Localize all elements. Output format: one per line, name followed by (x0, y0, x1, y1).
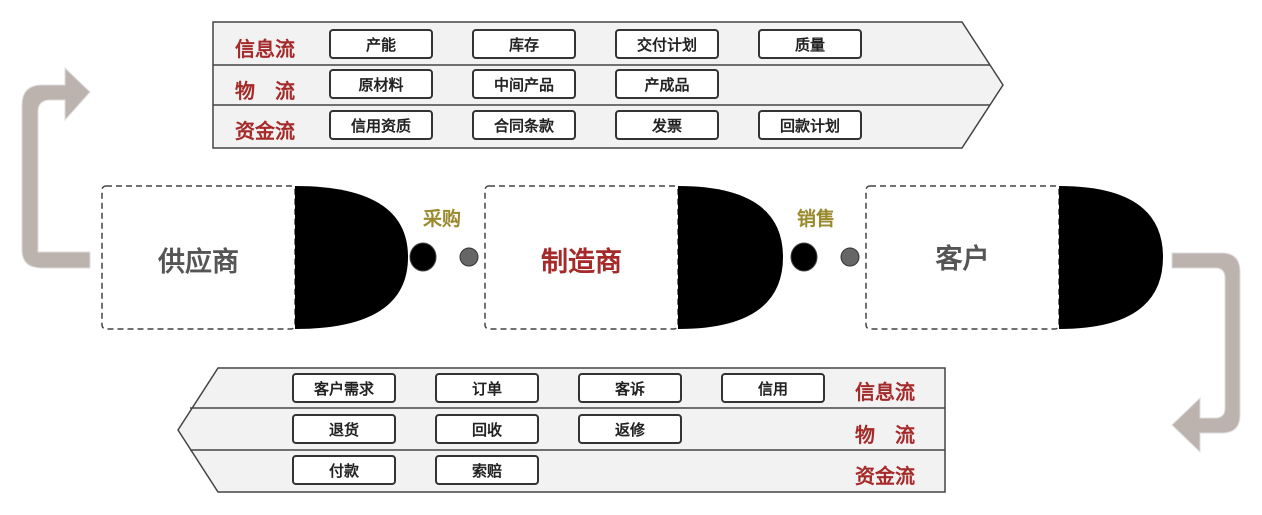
flow-item: 付款 (292, 455, 396, 485)
flow-item: 返修 (578, 414, 682, 444)
flow-item: 信用 (721, 373, 825, 403)
manufacturer-box (484, 185, 679, 330)
connector-dot-large (790, 242, 818, 272)
bottom-row-label-funds: 资金流 (855, 464, 915, 488)
manufacturer-d-shape (678, 186, 783, 329)
purchase-label: 采购 (423, 208, 462, 230)
connector-dot-small (459, 247, 479, 267)
flow-item: 产能 (329, 29, 433, 59)
flow-item: 质量 (758, 29, 862, 59)
flow-item: 原材料 (329, 69, 433, 99)
manufacturer-label: 制造商 (541, 247, 622, 278)
flow-item: 客诉 (578, 373, 682, 403)
flow-item: 库存 (472, 29, 576, 59)
top-row-label-logistics: 物 流 (235, 79, 295, 103)
flow-item: 客户需求 (292, 373, 396, 403)
customer-box (865, 185, 1060, 330)
bottom-row-label-logistics: 物 流 (855, 423, 915, 447)
flow-item: 回款计划 (758, 110, 862, 140)
return-arrow-right (1171, 252, 1241, 454)
sales-label: 销售 (797, 208, 836, 230)
flow-item: 产成品 (615, 69, 719, 99)
flow-item: 订单 (435, 373, 539, 403)
customer-label: 客户 (935, 244, 990, 275)
top-row-label-funds: 资金流 (235, 119, 295, 143)
supplier-box (101, 185, 296, 330)
flow-item: 交付计划 (615, 29, 719, 59)
supplier-label: 供应商 (158, 247, 239, 278)
connector-dot-small (840, 247, 860, 267)
flow-item: 合同条款 (472, 110, 576, 140)
flow-item: 发票 (615, 110, 719, 140)
supplier-d-shape (295, 186, 408, 329)
connector-dot-large (409, 242, 437, 272)
flow-item: 退货 (292, 414, 396, 444)
customer-d-shape (1059, 186, 1163, 329)
flow-item: 中间产品 (472, 69, 576, 99)
bottom-row-label-info: 信息流 (855, 380, 915, 404)
flow-item: 索赔 (435, 455, 539, 485)
top-row-label-info: 信息流 (235, 37, 295, 61)
flow-item: 回收 (435, 414, 539, 444)
flow-item: 信用资质 (329, 110, 433, 140)
return-arrow-left (21, 66, 91, 269)
